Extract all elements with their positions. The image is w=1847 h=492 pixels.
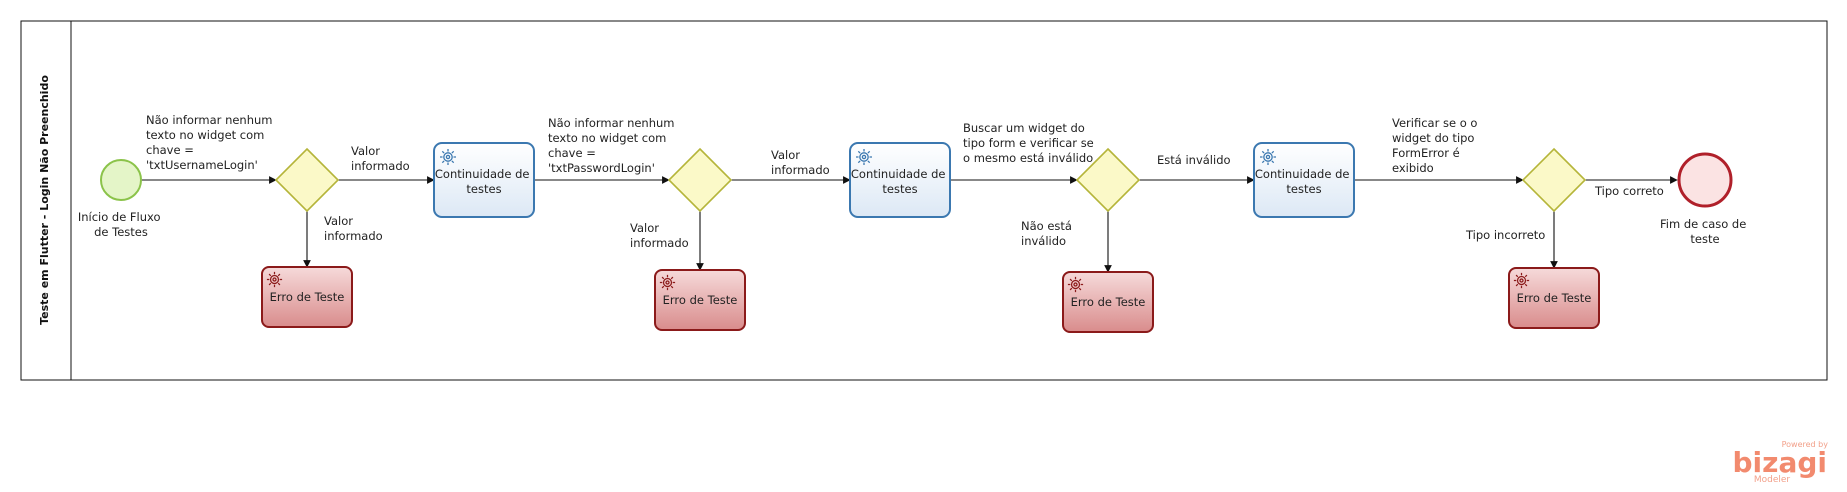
branding-product: Modeler bbox=[1754, 475, 1791, 485]
flow-label-f5: Valor informado bbox=[771, 148, 830, 177]
gateway-1[interactable] bbox=[274, 147, 340, 213]
end-event-label-line1: Fim de caso de bbox=[1660, 217, 1746, 231]
flow-label-f4: Não informar nenhum texto no widget com … bbox=[548, 116, 678, 175]
flow-label-f7: Buscar um widget do tipo form e verifica… bbox=[963, 121, 1097, 165]
flow-label-f10: Verificar se o o widget do tipo FormErro… bbox=[1392, 116, 1481, 175]
branding-logo-text: bizagi bbox=[1733, 446, 1827, 479]
task-label-line1: Continuidade de bbox=[435, 167, 530, 181]
flow-label-f10-line2: widget do tipo bbox=[1392, 131, 1474, 145]
flow-label-f12-line1: Tipo incorreto bbox=[1465, 228, 1545, 242]
sequence-flows bbox=[121, 176, 1678, 273]
task-erro-3[interactable]: Erro de Teste bbox=[1062, 271, 1154, 333]
flow-label-f4-line1: Não informar nenhum bbox=[548, 116, 675, 130]
flow-label-f6-line1: Valor bbox=[630, 221, 659, 235]
flow-label-f1-line4: 'txtUsernameLogin' bbox=[146, 158, 258, 172]
task-erro-1[interactable]: Erro de Teste bbox=[261, 266, 353, 328]
flow-label-f10-line4: exibido bbox=[1392, 161, 1434, 175]
start-event[interactable] bbox=[100, 159, 142, 201]
task-continuidade-3[interactable]: Continuidade de testes bbox=[1253, 142, 1355, 218]
flow-label-f6-line2: informado bbox=[630, 236, 689, 250]
flow-label-f1: Não informar nenhum texto no widget com … bbox=[146, 113, 276, 172]
task-label: Continuidade de testes bbox=[1255, 167, 1353, 196]
flow-label-f4-line3: chave = bbox=[548, 146, 596, 160]
flow-label-f3: Valor informado bbox=[324, 214, 383, 243]
start-event-label-line2: de Testes bbox=[94, 225, 148, 239]
end-event-label: Fim de caso de teste bbox=[1660, 217, 1750, 246]
end-event[interactable] bbox=[1677, 152, 1733, 208]
flow-label-f7-line3: o mesmo está inválido bbox=[963, 151, 1093, 165]
flow-label-f9-line1: Não está bbox=[1021, 219, 1072, 233]
task-label-line2: testes bbox=[466, 182, 501, 196]
branding-powered-by: Powered by bbox=[1782, 440, 1829, 449]
flow-label-f7-line1: Buscar um widget do bbox=[963, 121, 1085, 135]
task-label: Continuidade de testes bbox=[435, 167, 533, 196]
flow-label-f10-line3: FormError é bbox=[1392, 146, 1460, 160]
flow-label-f2-line1: Valor bbox=[351, 144, 380, 158]
gateway-4[interactable] bbox=[1521, 147, 1587, 213]
flow-label-f9: Não está inválido bbox=[1021, 219, 1076, 248]
task-continuidade-1[interactable]: Continuidade de testes bbox=[433, 142, 535, 218]
flow-label-f1-line3: chave = bbox=[146, 143, 194, 157]
task-label-line1: Continuidade de bbox=[1255, 167, 1350, 181]
flow-label-f8: Está inválido bbox=[1157, 153, 1231, 167]
task-label-line1: Continuidade de bbox=[851, 167, 946, 181]
flow-label-f4-line4: 'txtPasswordLogin' bbox=[548, 161, 655, 175]
flow-label-f9-line2: inválido bbox=[1021, 234, 1066, 248]
flow-label-f4-line2: texto no widget com bbox=[548, 131, 666, 145]
task-continuidade-2[interactable]: Continuidade de testes bbox=[849, 142, 951, 218]
flow-label-f2-line2: informado bbox=[351, 159, 410, 173]
error-task-label: Erro de Teste bbox=[1071, 295, 1146, 309]
flow-label-f10-line1: Verificar se o o bbox=[1392, 116, 1477, 130]
flow-label-f3-line2: informado bbox=[324, 229, 383, 243]
flow-label-f5-line2: informado bbox=[771, 163, 830, 177]
start-event-label: Início de Fluxo de Testes bbox=[78, 210, 164, 239]
flow-label-f5-line1: Valor bbox=[771, 148, 800, 162]
flow-label-f6: Valor informado bbox=[630, 221, 689, 250]
flow-label-f1-line1: Não informar nenhum bbox=[146, 113, 273, 127]
flow-label-f3-line1: Valor bbox=[324, 214, 353, 228]
gateway-2[interactable] bbox=[667, 147, 733, 213]
flow-label-f11: Tipo correto bbox=[1594, 184, 1664, 198]
error-task-label: Erro de Teste bbox=[270, 290, 345, 304]
flow-label-f11-line1: Tipo correto bbox=[1594, 184, 1664, 198]
gateway-3[interactable] bbox=[1075, 147, 1141, 213]
end-event-label-line2: teste bbox=[1690, 232, 1719, 246]
flow-label-f8-line1: Está inválido bbox=[1157, 153, 1231, 167]
error-task-label: Erro de Teste bbox=[663, 293, 738, 307]
flow-label-f1-line2: texto no widget com bbox=[146, 128, 264, 142]
gateways bbox=[274, 147, 1587, 213]
task-label-line2: testes bbox=[882, 182, 917, 196]
pool-label: Teste em Flutter - Login Não Preenchido bbox=[38, 75, 51, 325]
error-task-label: Erro de Teste bbox=[1517, 291, 1592, 305]
task-erro-2[interactable]: Erro de Teste bbox=[654, 269, 746, 331]
flow-label-f2: Valor informado bbox=[351, 144, 410, 173]
bizagi-branding: Powered by bizagi Modeler bbox=[1733, 440, 1829, 485]
task-label-line2: testes bbox=[1286, 182, 1321, 196]
flow-label-f7-line2: tipo form e verificar se bbox=[963, 136, 1094, 150]
task-erro-4[interactable]: Erro de Teste bbox=[1508, 267, 1600, 329]
flow-label-f12: Tipo incorreto bbox=[1465, 228, 1545, 242]
task-label: Continuidade de testes bbox=[851, 167, 949, 196]
start-event-label-line1: Início de Fluxo bbox=[78, 210, 161, 224]
